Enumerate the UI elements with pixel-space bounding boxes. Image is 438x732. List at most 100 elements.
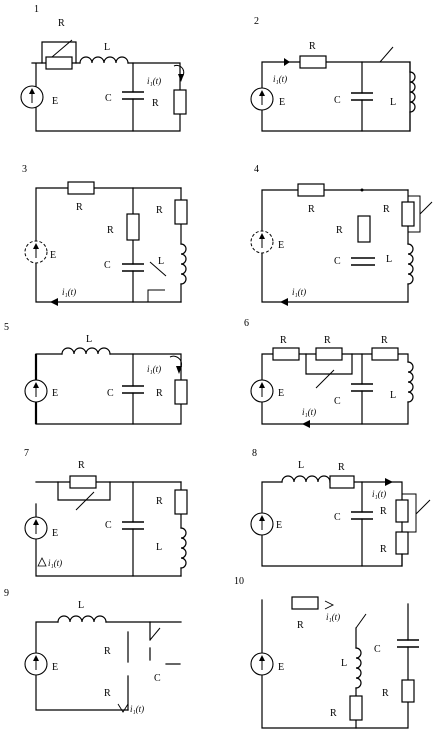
resistor-r: [174, 489, 188, 515]
circuit-8: 8 L R C R R i₁(t) E: [250, 448, 431, 567]
inductor-l: [407, 361, 414, 403]
label-c: C: [374, 644, 381, 655]
current-label: i₁(t): [62, 287, 76, 297]
label-r-bypass: R: [78, 460, 85, 471]
current-label: i₁(t): [372, 489, 386, 499]
circuit-number-8: 8: [252, 448, 257, 459]
label-c: C: [107, 388, 114, 399]
label-e: E: [52, 528, 58, 539]
circuit-number-2: 2: [254, 16, 259, 27]
current-label: i₁(t): [326, 612, 340, 622]
label-r-right: R: [383, 204, 390, 215]
label-r-3: R: [381, 335, 388, 346]
circuit-9: 9 L R R C i₁(t) E: [4, 588, 182, 714]
current-label: i₁(t): [292, 287, 306, 297]
resistor-r-bypass: [69, 475, 97, 489]
label-r-load: R: [152, 98, 159, 109]
inductor-l: [79, 56, 129, 64]
label-r-upper: R: [104, 646, 111, 657]
circuit-5: 5 L C R i₁(t) E: [4, 322, 188, 425]
label-e: E: [279, 97, 285, 108]
label-l: L: [390, 97, 396, 108]
current-label: i₁(t): [48, 558, 62, 568]
current-label: i₁(t): [130, 704, 144, 714]
label-r-bypass: R: [58, 18, 65, 29]
label-r-left: R: [330, 708, 337, 719]
label-r-mid: R: [336, 225, 343, 236]
label-c: C: [104, 260, 111, 271]
label-r-detached: R: [297, 620, 304, 631]
source-e: [24, 652, 48, 676]
label-c: C: [334, 256, 341, 267]
circuit-number-10: 10: [234, 576, 244, 587]
label-c: C: [334, 396, 341, 407]
label-r: R: [156, 496, 163, 507]
inductor-l: [355, 647, 362, 689]
current-label: i₁(t): [147, 76, 161, 86]
label-e: E: [52, 96, 58, 107]
label-r: R: [156, 388, 163, 399]
resistor-r-2: [315, 347, 343, 361]
inductor-l: [180, 527, 187, 569]
current-label: i₁(t): [302, 407, 316, 417]
label-r: R: [309, 41, 316, 52]
circuit-4: 4 R R C R L i₁(t) E: [250, 164, 433, 306]
label-r-mid: R: [107, 225, 114, 236]
current-label: i₁(t): [147, 364, 161, 374]
circuit-3: 3 R R C R L i₁(t) E: [22, 164, 188, 306]
label-c: C: [105, 93, 112, 104]
inductor-l: [61, 347, 111, 355]
circuit-1: 1 R L C R i₁(t) E: [20, 4, 187, 132]
resistor-r: [174, 379, 188, 405]
source-e: [250, 87, 274, 111]
circuit-number-5: 5: [4, 322, 9, 333]
source-e: [24, 379, 48, 403]
resistor-r-right: [174, 199, 188, 225]
label-e: E: [52, 662, 58, 673]
inductor-l: [57, 615, 107, 623]
resistor-r-series: [45, 56, 73, 70]
source-e: [250, 512, 274, 536]
resistor-r-3: [371, 347, 399, 361]
source-e: [24, 516, 48, 540]
circuit-2: 2 R C L i₁(t) E: [250, 16, 416, 132]
label-e: E: [52, 388, 58, 399]
label-r-top: R: [308, 204, 315, 215]
label-l: L: [78, 600, 84, 611]
label-r-upper: R: [380, 506, 387, 517]
label-l: L: [386, 254, 392, 265]
source-e: [20, 85, 44, 109]
resistor-r: [299, 55, 327, 69]
inductor-l: [409, 71, 416, 113]
inductor-l: [180, 243, 187, 285]
label-r-1: R: [280, 335, 287, 346]
circuit-number-3: 3: [22, 164, 27, 175]
source-e: [250, 230, 274, 254]
resistor-r-detached: [291, 596, 319, 610]
label-l: L: [298, 460, 304, 471]
resistor-r-top: [297, 183, 325, 197]
label-c: C: [334, 512, 341, 523]
resistor-r-mid: [357, 215, 371, 243]
resistor-r-right: [401, 679, 415, 703]
label-e: E: [278, 662, 284, 673]
circuit-6: 6 R R R C L i₁(t) E: [244, 318, 414, 428]
label-e: E: [276, 520, 282, 531]
label-l: L: [341, 658, 347, 669]
label-r-right: R: [156, 205, 163, 216]
label-e: E: [278, 240, 284, 251]
label-r-right: R: [382, 688, 389, 699]
label-c: C: [334, 95, 341, 106]
resistor-r-load: [173, 89, 187, 115]
label-r-lower: R: [380, 544, 387, 555]
label-r-lower: R: [104, 688, 111, 699]
circuit-number-7: 7: [24, 448, 29, 459]
resistor-r-top: [329, 475, 355, 489]
circuit-7: 7 R C R L i₁(t) E: [24, 448, 188, 577]
label-l: L: [86, 334, 92, 345]
resistor-r-left: [349, 695, 363, 721]
resistor-r-mid: [126, 213, 140, 241]
resistor-r-lower: [395, 531, 409, 555]
circuit-10: 10 R i₁(t) L R C R E: [234, 576, 419, 729]
